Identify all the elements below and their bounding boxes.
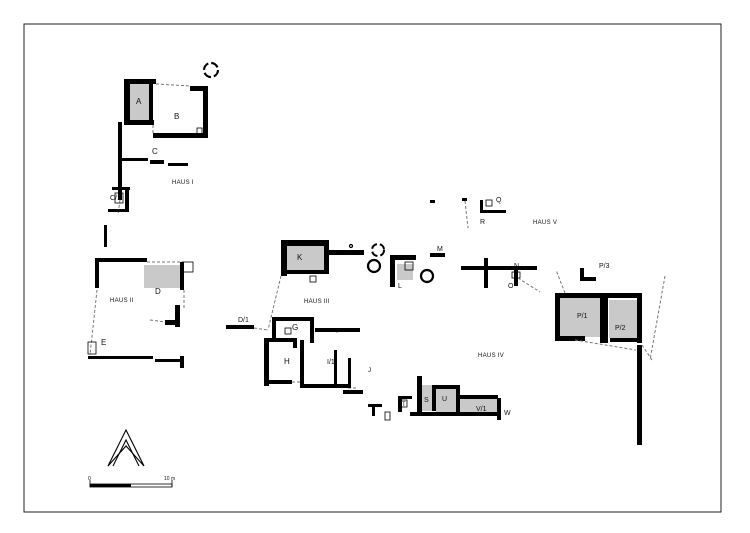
- room-A-label: A: [136, 97, 142, 106]
- room-T-label: T: [402, 402, 406, 408]
- room-W-label: W: [504, 410, 511, 417]
- room-I1-label: I/1: [327, 359, 335, 366]
- room-J-label: J: [368, 368, 371, 374]
- haus-3-label: HAUS III: [304, 299, 330, 305]
- scale-bar: [89, 480, 173, 488]
- haus-4-5-walls: [368, 198, 666, 445]
- room-D-label: D: [155, 287, 161, 296]
- north-arrow-icon: [107, 428, 145, 467]
- room-B-label: B: [174, 112, 179, 121]
- room-P1-label: P/1: [577, 313, 588, 320]
- haus-2-walls: [87, 258, 194, 368]
- room-U-label: U: [442, 396, 447, 403]
- room-M-label: M: [437, 246, 443, 253]
- room-R-label: R: [480, 219, 485, 226]
- haus-3-walls: [226, 240, 435, 394]
- room-E-label: E: [101, 338, 106, 347]
- scale-start-label: 0: [88, 476, 91, 482]
- room-L-label: L: [398, 283, 402, 290]
- room-H-label: H: [284, 357, 290, 366]
- scale-end-label: 10 m: [164, 476, 175, 482]
- room-O-label: O: [508, 283, 514, 290]
- room-V1-label: V/1: [476, 406, 487, 413]
- room-N-label: N: [514, 263, 519, 270]
- room-C-label: C: [152, 147, 158, 156]
- room-C1-label: C/1: [110, 195, 121, 202]
- room-G-label: G: [292, 323, 298, 332]
- room-P3-label: P/3: [599, 263, 610, 270]
- haus-5-label: HAUS V: [533, 220, 557, 226]
- room-S-label: S: [424, 397, 429, 404]
- room-D1-label: D/1: [238, 317, 249, 324]
- room-K-label: K: [297, 253, 303, 262]
- room-P2-label: P/2: [615, 325, 626, 332]
- haus-1-label: HAUS I: [172, 180, 194, 186]
- haus-1-walls: [104, 61, 220, 247]
- map-frame: [23, 23, 722, 513]
- haus-4-label: HAUS IV: [478, 353, 504, 359]
- haus-2-label: HAUS II: [110, 298, 134, 304]
- room-Q-label: Q: [496, 197, 502, 204]
